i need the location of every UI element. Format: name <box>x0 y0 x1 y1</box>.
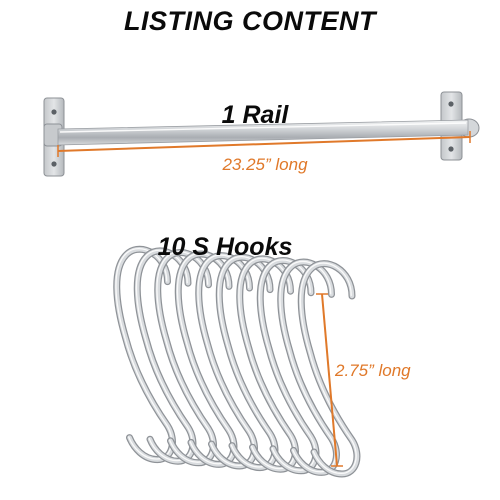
s-hook-highlight <box>217 256 275 468</box>
hook-dimension <box>316 293 343 467</box>
left-bracket-screw-bottom <box>51 161 57 167</box>
hooks-label: 10 S Hooks <box>157 233 293 261</box>
rail-length-label: 23.25” long <box>222 155 308 174</box>
rail-dimension-line <box>57 136 471 152</box>
s-hook-highlight <box>156 251 214 463</box>
s-hook-highlight <box>299 262 357 475</box>
listing-title: LISTING CONTENT <box>124 6 376 36</box>
right-bracket-screw-top <box>448 101 454 107</box>
rail-bar <box>57 119 469 146</box>
s-hook-highlight <box>135 249 193 462</box>
rail-label: 1 Rail <box>221 101 289 129</box>
s-hooks <box>113 245 361 478</box>
hook-dimension-line <box>321 293 338 467</box>
rail <box>43 91 480 177</box>
right-bracket-screw-bottom <box>448 146 454 152</box>
s-hook-highlight <box>115 248 173 460</box>
s-hook-outline <box>113 245 176 464</box>
hook-length-label: 2.75” long <box>335 361 411 380</box>
rail-dimension <box>57 131 471 157</box>
s-hook-highlight <box>176 252 234 465</box>
left-bracket-screw-top <box>51 109 57 115</box>
s-hook-highlight <box>238 257 296 470</box>
s-hook-highlight <box>279 260 337 473</box>
s-hook-highlight <box>258 259 316 471</box>
s-hook-highlight <box>197 254 255 467</box>
